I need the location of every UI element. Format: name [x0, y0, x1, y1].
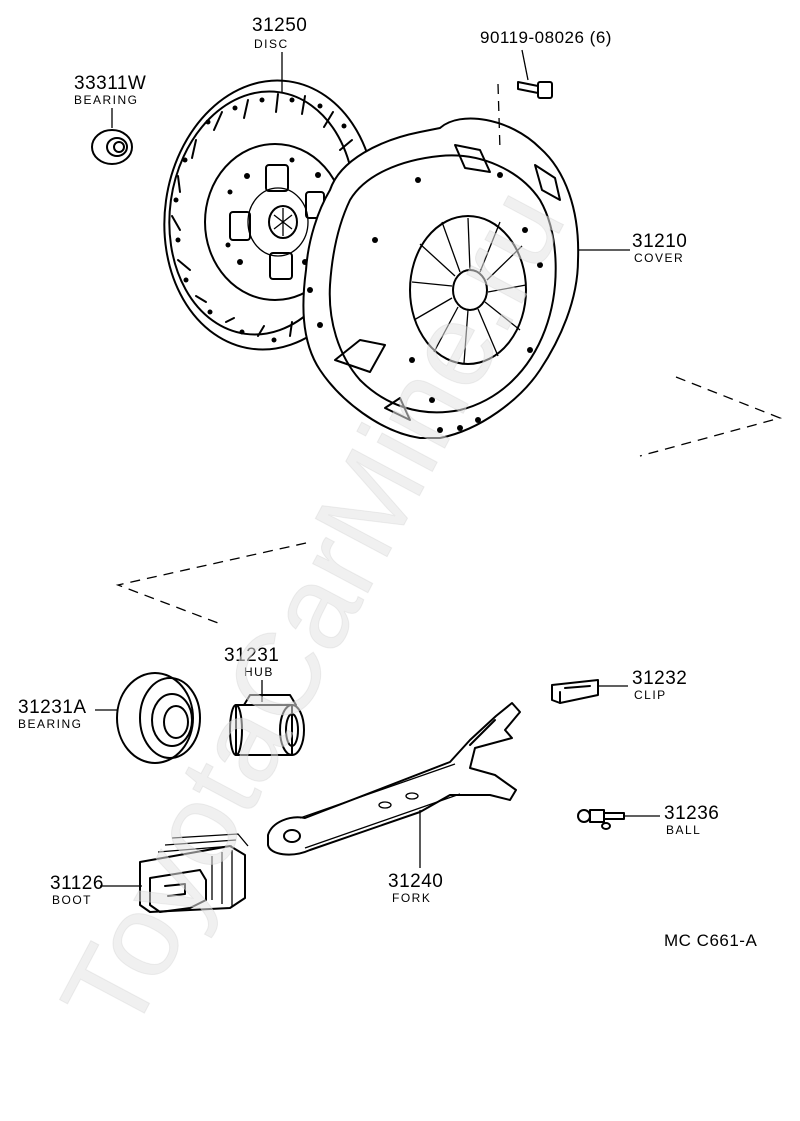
ball-drawing: [577, 809, 625, 830]
part-name-ball: BALL: [666, 823, 702, 837]
leader-lines: [95, 49, 660, 887]
part-number-boot: 31126: [50, 873, 104, 894]
part-number-bolt: 90119-08026 (6): [480, 28, 612, 47]
part-name-release-bearing: BEARING: [18, 717, 83, 731]
part-name-fork: FORK: [392, 891, 432, 905]
part-name-hub: HUB: [244, 665, 274, 679]
part-number-disc: 31250: [252, 15, 308, 36]
assembly-dash-lines: [115, 376, 783, 624]
part-name-boot: BOOT: [52, 893, 93, 907]
part-name-cover: COVER: [634, 251, 685, 265]
part-number-pilot-bearing: 33311W: [74, 73, 147, 94]
clip-drawing: [551, 679, 599, 704]
part-number-ball: 31236: [664, 803, 720, 824]
part-name-clip: CLIP: [634, 688, 667, 702]
hub-drawing: [229, 694, 305, 756]
part-number-cover: 31210: [632, 231, 688, 252]
part-number-release-bearing: 31231A: [18, 697, 87, 718]
release-fork-drawing: [267, 702, 521, 856]
clutch-cover-drawing: [302, 117, 580, 439]
part-name-pilot-bearing: BEARING: [74, 93, 139, 107]
release-bearing-drawing: [116, 672, 201, 764]
part-number-hub: 31231: [224, 645, 280, 666]
boot-drawing: [139, 833, 249, 913]
bolt-drawing: [497, 81, 553, 151]
diagram-code: MC C661-A: [664, 931, 758, 950]
part-number-fork: 31240: [388, 871, 444, 892]
part-number-clip: 31232: [632, 668, 688, 689]
pilot-bearing-drawing: [91, 129, 133, 165]
clutch-disc-drawing: [163, 79, 377, 351]
part-name-disc: DISC: [254, 37, 289, 51]
